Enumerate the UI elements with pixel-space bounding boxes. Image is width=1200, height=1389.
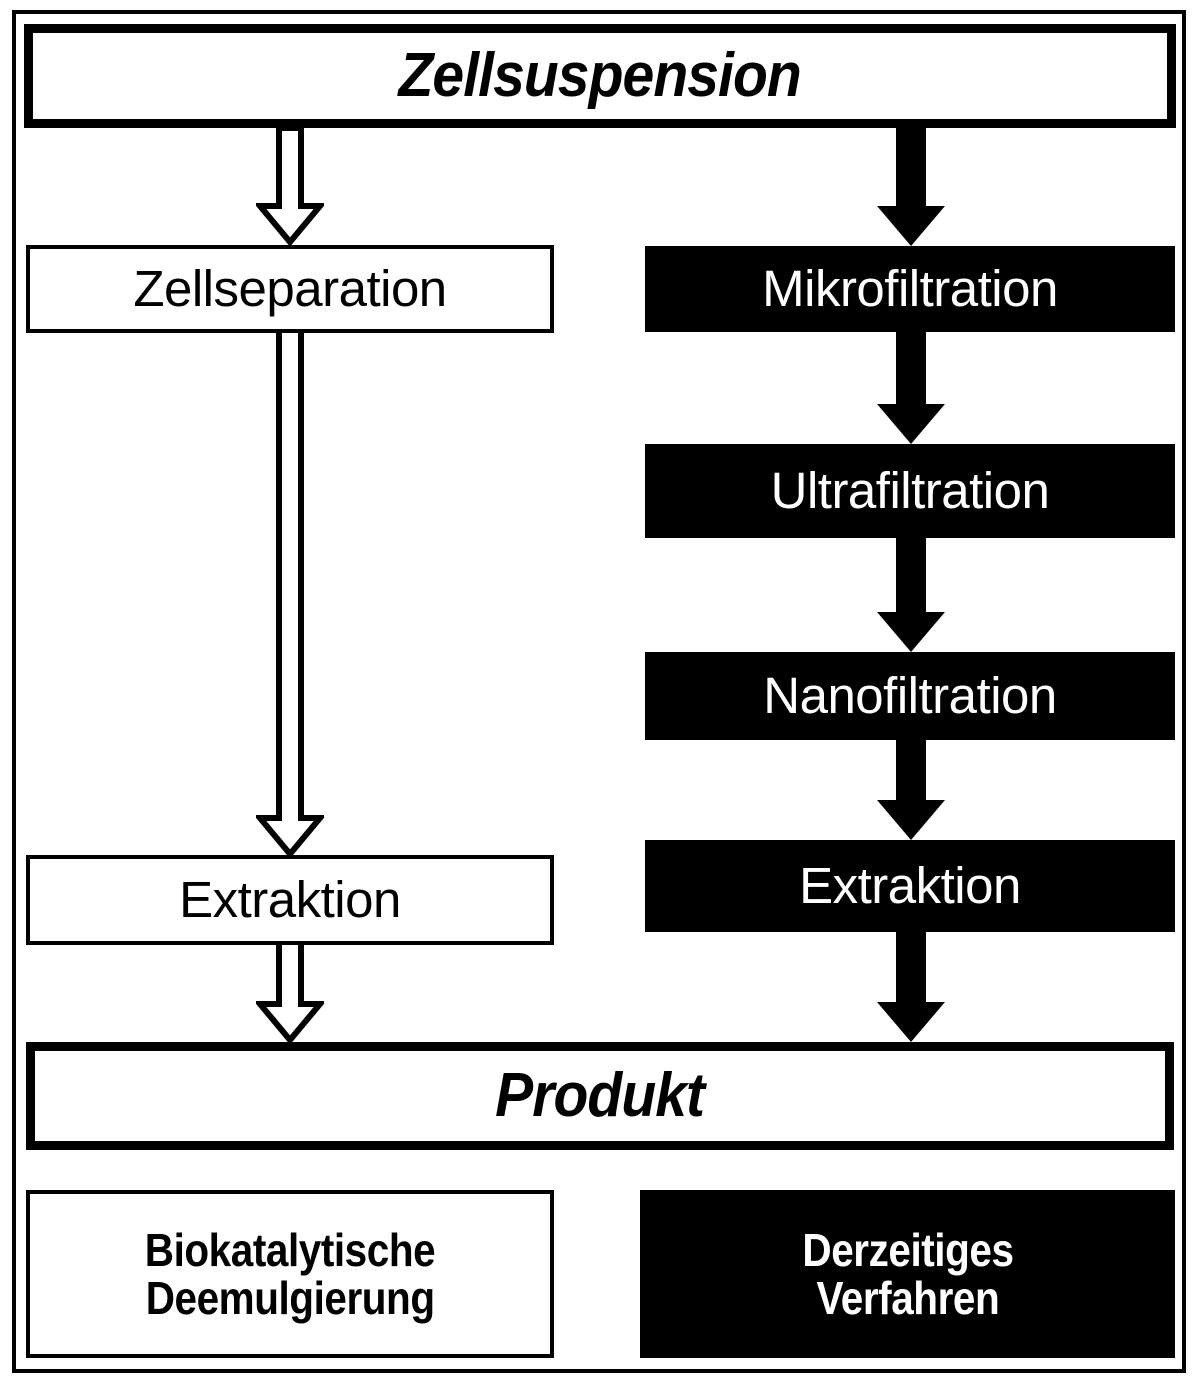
node-mikrofiltration-label: Mikrofiltration bbox=[762, 260, 1058, 318]
node-zellseparation: Zellseparation bbox=[26, 245, 554, 333]
node-produkt-label: Produkt bbox=[495, 1061, 705, 1131]
node-extraktion-left-label: Extraktion bbox=[179, 871, 401, 929]
arrow-ultrafiltration-to-nanofiltration bbox=[874, 536, 948, 654]
node-extraktion-left: Extraktion bbox=[26, 855, 554, 945]
node-produkt: Produkt bbox=[26, 1042, 1174, 1150]
node-ultrafiltration-label: Ultrafiltration bbox=[770, 462, 1050, 520]
node-mikrofiltration: Mikrofiltration bbox=[645, 246, 1175, 332]
arrow-zellsuspension-to-zellseparation bbox=[256, 128, 324, 246]
node-ultrafiltration: Ultrafiltration bbox=[645, 444, 1175, 538]
node-zellsuspension-label: Zellsuspension bbox=[398, 41, 802, 111]
arrow-mikrofiltration-to-ultrafiltration bbox=[874, 330, 948, 446]
legend-left-line2: Deemulgierung bbox=[145, 1272, 435, 1324]
node-extraktion-right-label: Extraktion bbox=[799, 857, 1021, 915]
legend-right-line1: Derzeitiges bbox=[801, 1223, 1014, 1276]
node-extraktion-right: Extraktion bbox=[645, 840, 1175, 932]
arrow-extraktion-left-to-produkt bbox=[256, 942, 324, 1044]
legend-right-line2: Verfahren bbox=[816, 1272, 999, 1324]
legend-left-line1: Biokatalytische bbox=[144, 1223, 436, 1276]
node-zellseparation-label: Zellseparation bbox=[133, 260, 447, 318]
arrow-zellseparation-to-extraktion bbox=[256, 330, 324, 858]
arrow-zellsuspension-to-mikrofiltration bbox=[874, 126, 948, 248]
arrow-nanofiltration-to-extraktion bbox=[874, 738, 948, 842]
arrow-extraktion-right-to-produkt bbox=[874, 930, 948, 1044]
node-zellsuspension: Zellsuspension bbox=[24, 24, 1176, 128]
node-nanofiltration: Nanofiltration bbox=[645, 652, 1175, 740]
legend-biokatalytische-deemulgierung: Biokatalytische Deemulgierung bbox=[26, 1190, 554, 1358]
legend-derzeitiges-verfahren: Derzeitiges Verfahren bbox=[640, 1190, 1175, 1358]
node-nanofiltration-label: Nanofiltration bbox=[763, 667, 1057, 725]
